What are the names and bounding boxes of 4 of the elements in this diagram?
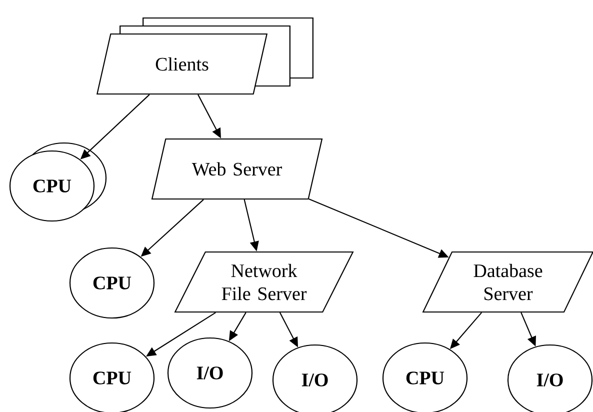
circle-node: CPU <box>69 247 155 319</box>
parallelogram-box: Web Server <box>151 138 323 200</box>
circle-node: I/O <box>167 337 253 409</box>
stacked-circles: CPU <box>9 142 107 222</box>
